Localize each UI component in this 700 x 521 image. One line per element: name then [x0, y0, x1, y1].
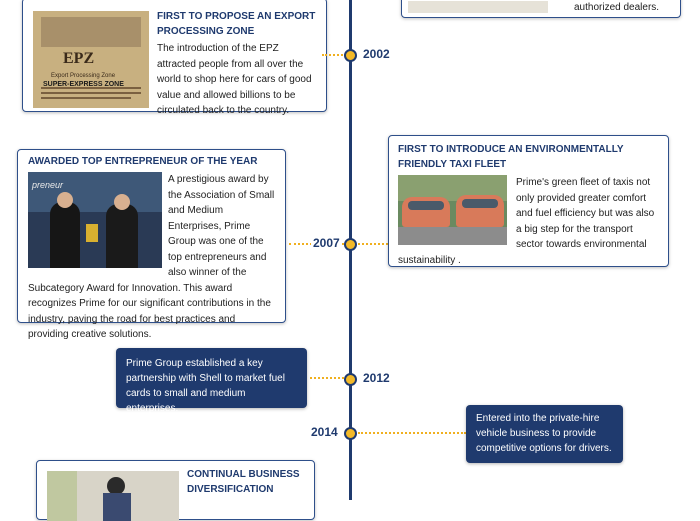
milestone-card-epz: EPZ Export Processing Zone SUPER-EXPRESS…: [22, 0, 327, 116]
milestone-card-private-hire: Entered into the private-hire vehicle bu…: [466, 405, 623, 463]
award-ceremony-photo: preneur: [28, 172, 162, 268]
private-hire-connector: [358, 432, 466, 434]
epz-photo-subcaption: Export Processing Zone: [51, 73, 116, 79]
entrepreneur-title: AWARDED TOP ENTREPRENEUR OF THE YEAR: [28, 156, 258, 167]
newspaper-clip-image: [408, 1, 548, 13]
epz-newspaper-photo: EPZ Export Processing Zone SUPER-EXPRESS…: [33, 11, 149, 108]
timeline-dot-2002: [344, 49, 357, 62]
shell-connector: [310, 377, 344, 379]
epz-body: The introduction of the EPZ attracted pe…: [157, 43, 312, 116]
award-photo-banner-text: preneur: [32, 180, 64, 190]
top-right-partial-text: authorized dealers.: [574, 2, 660, 13]
taxi-title: FIRST TO INTRODUCE AN ENVIRONMENTALLY FR…: [398, 144, 624, 170]
year-label-2014: 2014: [311, 425, 338, 439]
epz-photo-caption: EPZ: [63, 50, 95, 67]
entrepreneur-body: A prestigious award by the Association o…: [28, 174, 275, 340]
diversification-title: CONTINUAL BUSINESS DIVERSIFICATION: [187, 469, 300, 495]
milestone-card-top-right: authorized dealers.: [401, 0, 681, 18]
epz-photo-banner: SUPER-EXPRESS ZONE: [43, 81, 124, 88]
diversification-photo: [47, 471, 179, 521]
year-label-2012: 2012: [363, 371, 390, 385]
year-label-2007: 2007: [311, 236, 342, 250]
timeline-dot-2012: [344, 373, 357, 386]
milestone-card-entrepreneur: AWARDED TOP ENTREPRENEUR OF THE YEAR pre…: [17, 149, 286, 340]
epz-title: FIRST TO PROPOSE AN EXPORT PROCESSING ZO…: [157, 11, 316, 37]
milestone-card-diversification: CONTINUAL BUSINESS DIVERSIFICATION: [36, 460, 315, 521]
epz-connector: [322, 54, 346, 56]
timeline-dot-2014: [344, 427, 357, 440]
taxi-body: Prime's green fleet of taxis not only pr…: [398, 177, 655, 266]
timeline-dot-2007: [344, 238, 357, 251]
milestone-card-shell: Prime Group established a key partnershi…: [116, 348, 307, 414]
taxi-connector: [358, 243, 388, 245]
milestone-card-taxi: FIRST TO INTRODUCE AN ENVIRONMENTALLY FR…: [388, 135, 669, 267]
taxi-fleet-photo: [398, 175, 507, 245]
private-hire-body: Entered into the private-hire vehicle bu…: [476, 413, 612, 454]
shell-body: Prime Group established a key partnershi…: [126, 358, 285, 414]
year-label-2002: 2002: [363, 47, 390, 61]
